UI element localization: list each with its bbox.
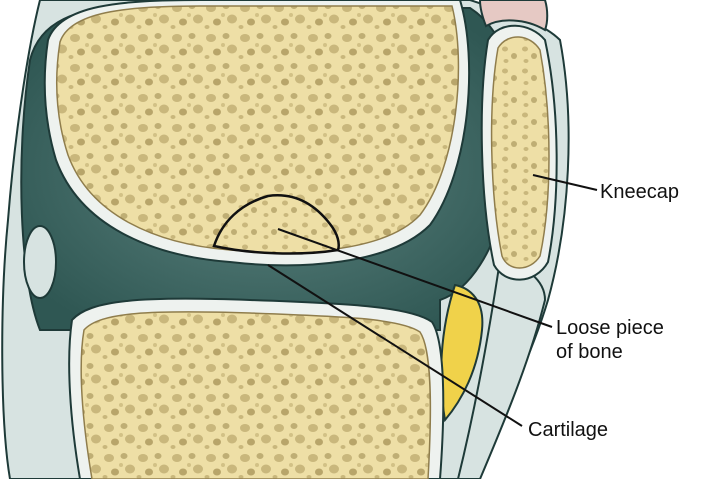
kneecap-label: Kneecap — [600, 180, 679, 204]
side-bursa — [24, 226, 56, 298]
loose-piece-label: Loose piece of bone — [556, 316, 664, 364]
cartilage-label: Cartilage — [528, 418, 608, 442]
tibia-bone — [81, 312, 430, 479]
kneecap-bone — [492, 37, 549, 268]
loose-piece-label-line2: of bone — [556, 340, 664, 364]
loose-piece-label-line1: Loose piece — [556, 316, 664, 340]
